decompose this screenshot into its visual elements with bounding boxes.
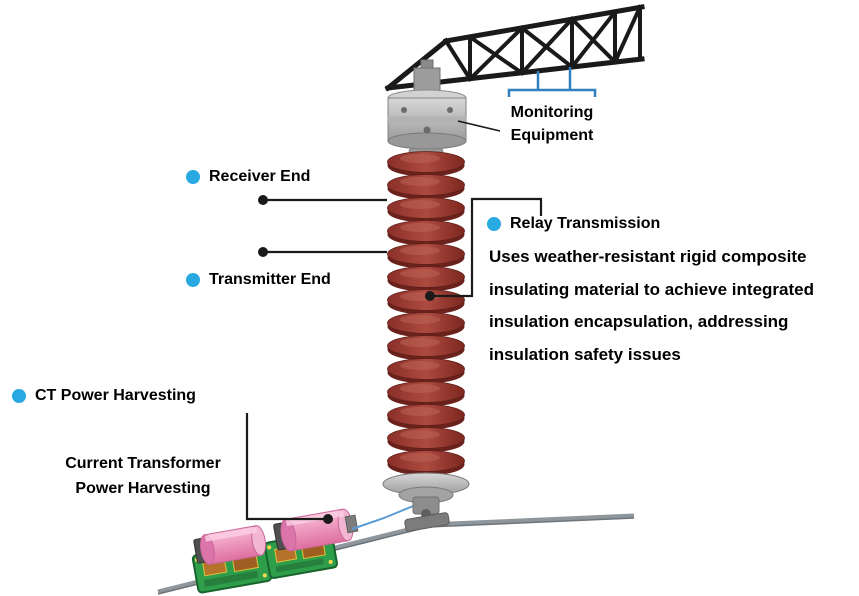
- relay-description-line: insulating material to achieve integrate…: [489, 279, 814, 299]
- connector-dot: [323, 514, 333, 524]
- bullet-icon: [12, 389, 26, 403]
- truss-left-diagonal: [384, 37, 450, 92]
- ct-power-harvesting-callout: CT Power Harvesting: [12, 386, 196, 406]
- insulator-bottom-fitting: [382, 472, 470, 532]
- callout-lines: [245, 120, 543, 521]
- monitoring-equipment-line2: Equipment: [510, 127, 594, 144]
- monitoring-device: [387, 59, 467, 150]
- connector-dot: [258, 247, 268, 257]
- truss-lattice: [443, 4, 643, 82]
- current-transformer-label: Current Transformer Power Harvesting: [45, 451, 241, 501]
- bullet-icon: [487, 217, 501, 231]
- relay-transmission-description: Uses weather-resistant rigid composite i…: [489, 241, 814, 371]
- bullet-icon: [186, 170, 200, 184]
- connector-dot: [258, 195, 268, 205]
- relay-description-line: Uses weather-resistant rigid composite: [489, 247, 807, 266]
- transmitter-end-label: Transmitter End: [209, 271, 331, 288]
- monitoring-bracket: [507, 67, 597, 97]
- ct-connector-line: [245, 413, 326, 521]
- relay-description-line: insulation safety issues: [489, 344, 681, 364]
- relay-description-line: insulation encapsulation, addressing: [489, 312, 789, 331]
- connector-dot: [425, 291, 435, 301]
- monitoring-equipment-line1: Monitoring: [510, 104, 594, 121]
- callout-dots: [258, 195, 435, 524]
- ct-device-left: [193, 525, 267, 565]
- current-transformer-line1: Current Transformer: [65, 455, 221, 472]
- relay-transmission-callout: Relay Transmission: [487, 214, 660, 234]
- ct-power-harvesting-label: CT Power Harvesting: [35, 387, 196, 404]
- signal-wire: [351, 503, 419, 530]
- truss-top-chord: [443, 4, 645, 44]
- receiver-end-label: Receiver End: [209, 168, 311, 185]
- transmitter-end-callout: Transmitter End: [186, 270, 331, 290]
- bullet-icon: [186, 273, 200, 287]
- receiver-end-callout: Receiver End: [186, 167, 310, 187]
- composite-insulator: [387, 145, 465, 483]
- relay-transmission-label: Relay Transmission: [510, 215, 661, 232]
- tower-truss: [384, 4, 645, 92]
- monitoring-connector-line: [457, 120, 501, 132]
- relay-connector-line: [430, 197, 543, 298]
- monitoring-equipment-label: Monitoring Equipment: [496, 101, 608, 147]
- current-transformer-line2: Power Harvesting: [75, 480, 211, 497]
